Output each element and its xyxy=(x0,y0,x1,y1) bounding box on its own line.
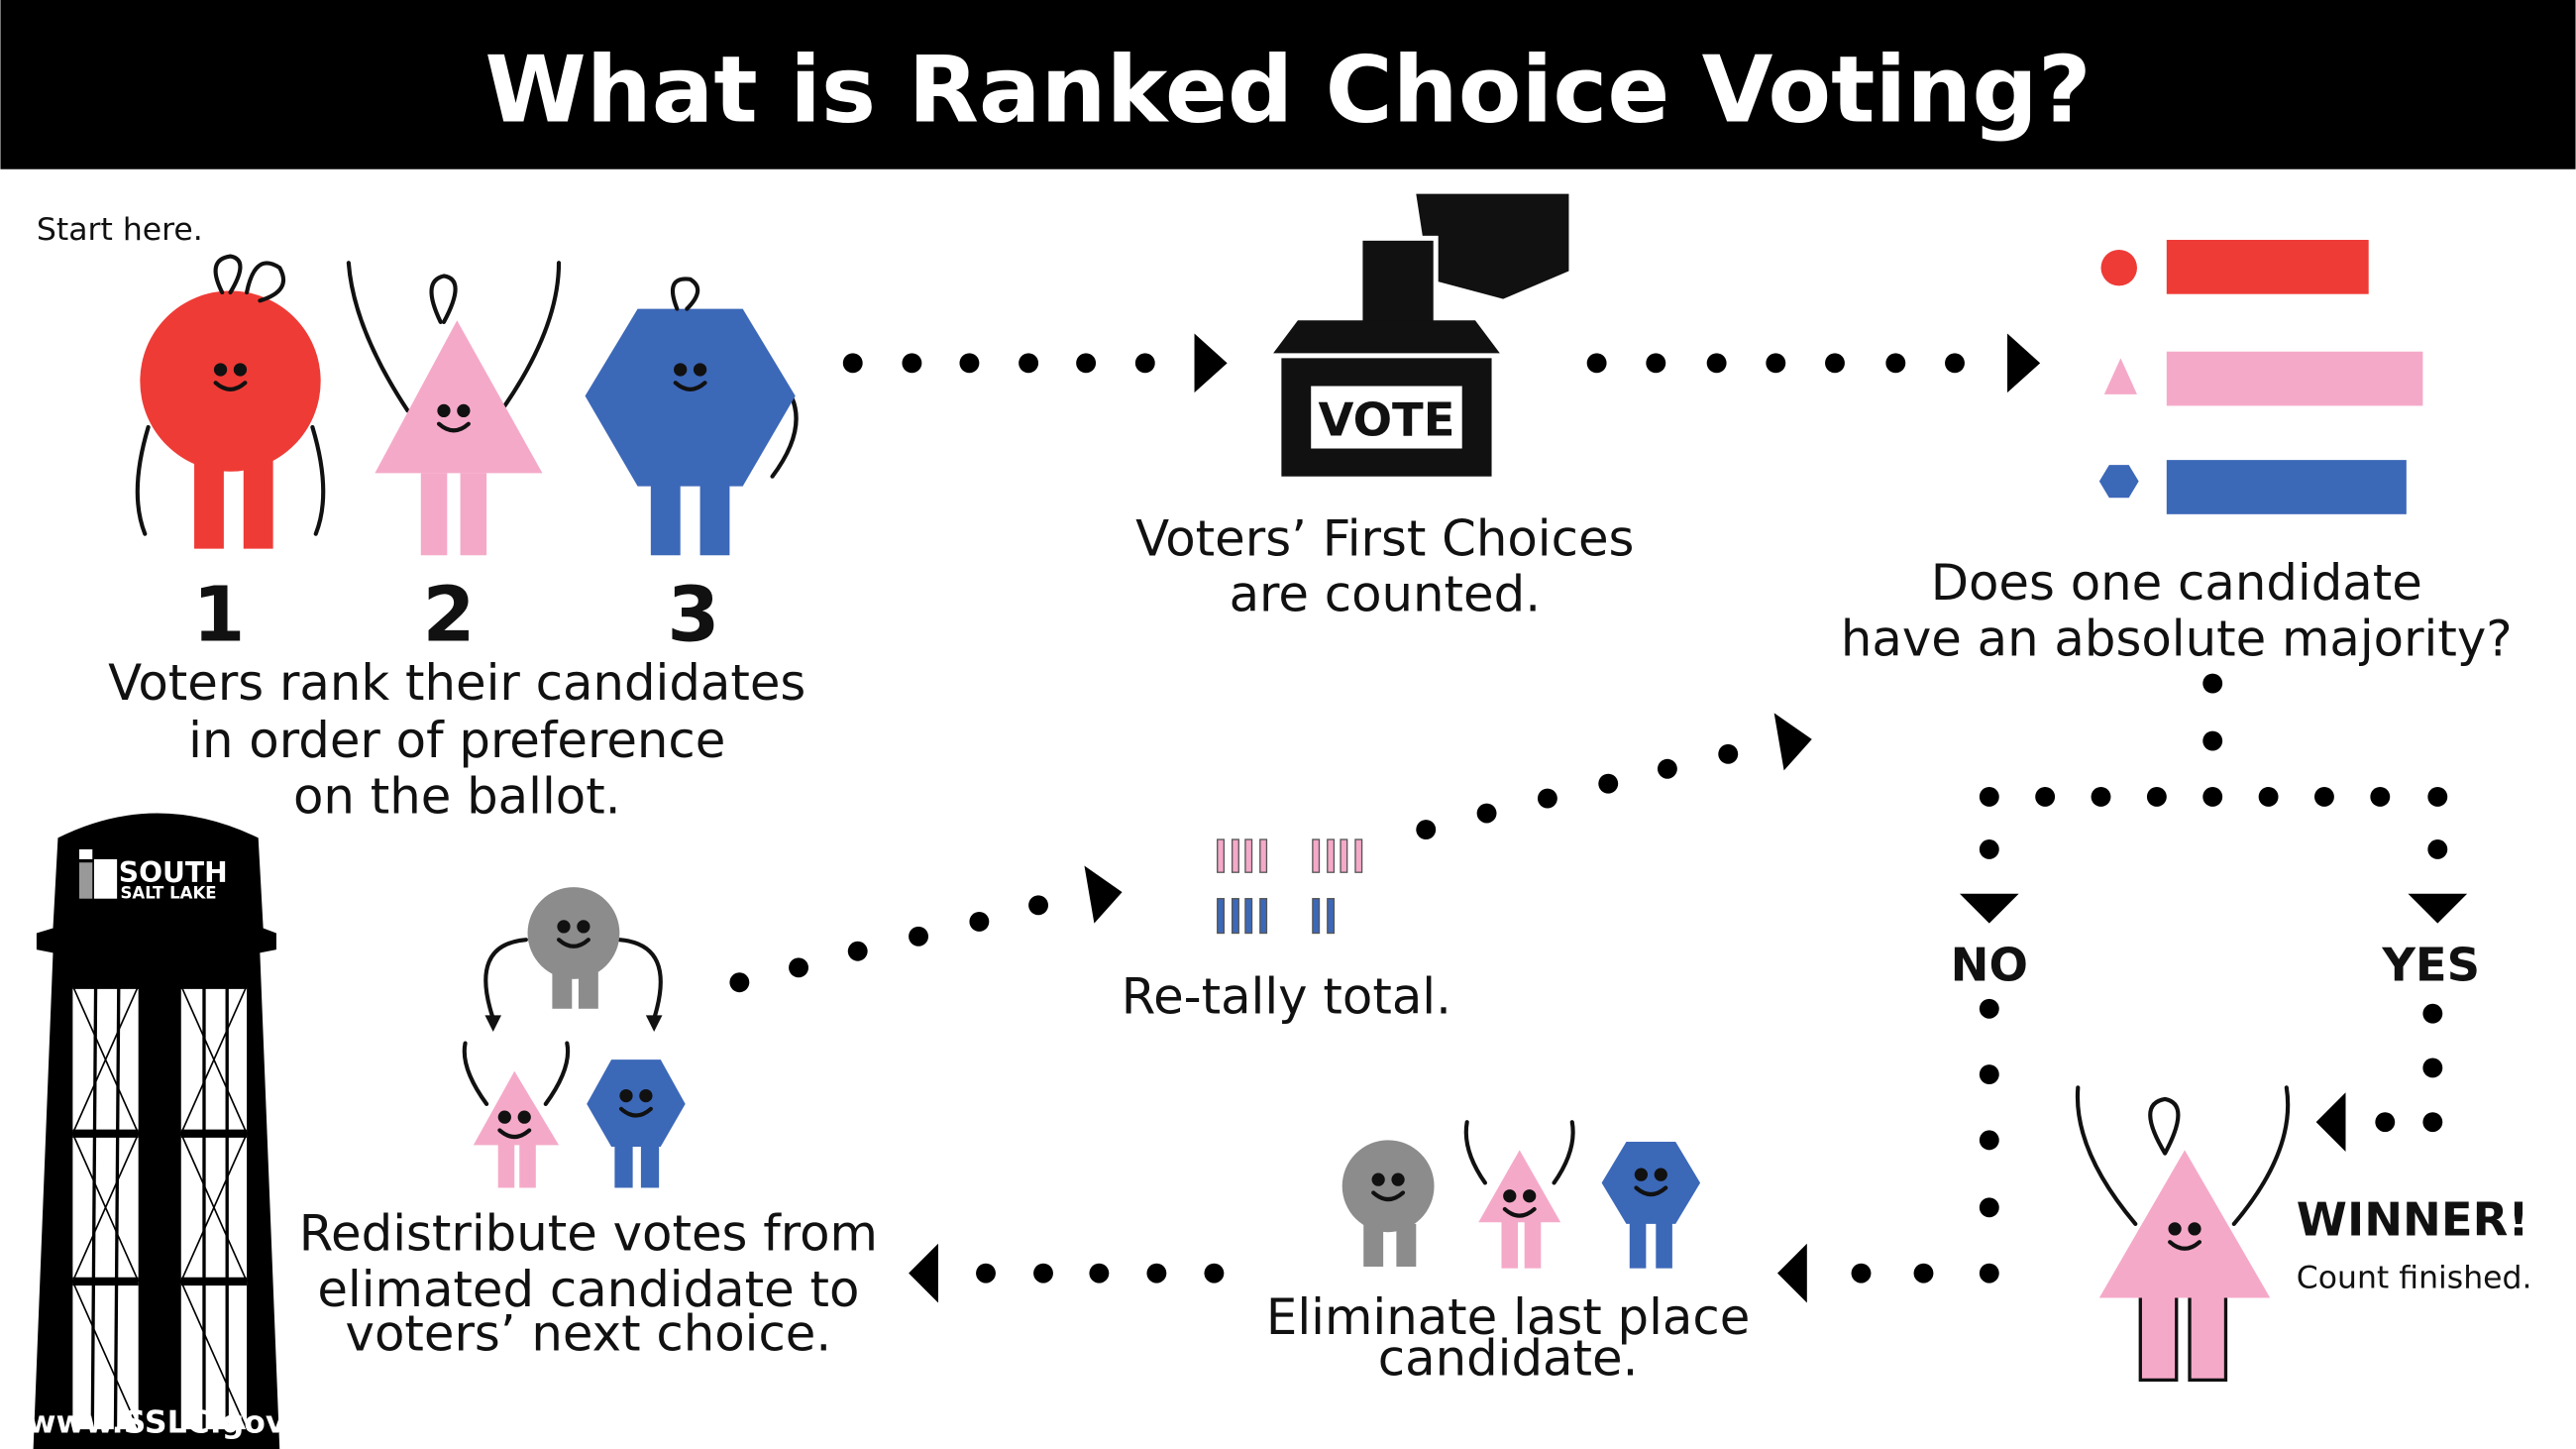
no-label: NO xyxy=(1951,939,2028,992)
retally-caption: Re-tally total. xyxy=(1122,968,1451,1026)
red-bar xyxy=(2166,240,2369,294)
rank-2: 2 xyxy=(422,570,475,658)
step2-caption: Voters’ First Choices are counted. xyxy=(1135,509,1634,622)
blue-candidate-icon xyxy=(587,1059,686,1148)
svg-text:on the ballot.: on the ballot. xyxy=(293,768,621,826)
tally-marks-icon xyxy=(1217,838,1363,935)
pink-candidate-icon xyxy=(473,1070,560,1146)
ballot-box-icon: VOTE xyxy=(1273,193,1569,477)
arrow-no-to-eliminate xyxy=(1776,998,1999,1303)
red-candidate-icon xyxy=(135,254,326,549)
arrow-yes-to-winner xyxy=(2315,1003,2443,1152)
rank-3: 3 xyxy=(667,570,719,658)
logo-name-line1: SOUTH xyxy=(119,856,228,889)
logo-name-line2: SALT LAKE xyxy=(120,884,216,903)
winner-candidate-icon xyxy=(2075,1085,2291,1383)
svg-text:in order of preference: in order of preference xyxy=(188,712,725,769)
pink-candidate-icon xyxy=(2103,358,2137,394)
svg-text:are counted.: are counted. xyxy=(1230,566,1541,623)
svg-text:candidate.: candidate. xyxy=(1378,1329,1639,1387)
arrow-retally-to-majority-check xyxy=(1416,713,1812,840)
pink-candidate-icon xyxy=(346,261,562,556)
winner-subtitle: Count finished. xyxy=(2297,1261,2532,1296)
svg-text:elimated candidate to: elimated candidate to xyxy=(317,1261,859,1318)
svg-text:Voters’ First Choices: Voters’ First Choices xyxy=(1135,509,1634,567)
blue-candidate-icon xyxy=(1601,1142,1701,1224)
svg-text:have an absolute majority?: have an absolute majority? xyxy=(1841,610,2513,667)
blue-bar xyxy=(2166,460,2407,514)
page-title: What is Ranked Choice Voting? xyxy=(484,37,2091,144)
winner-title: WINNER! xyxy=(2297,1193,2529,1247)
first-choice-count-bars xyxy=(2098,240,2423,514)
arrow-eliminate-to-redistribute xyxy=(909,1243,1225,1303)
yes-label: YES xyxy=(2381,939,2480,992)
blue-candidate-icon xyxy=(585,277,799,556)
decision-branch-arrows xyxy=(1959,673,2468,924)
website-link[interactable]: www.SSLC.gov xyxy=(27,1404,285,1440)
arrow-step1-to-step2 xyxy=(842,333,1228,393)
south-salt-lake-water-tower-logo: SOUTH SALT LAKE www.SSLC.gov xyxy=(27,813,286,1449)
start-here-label: Start here. xyxy=(37,212,203,248)
pink-candidate-icon xyxy=(1478,1150,1561,1223)
svg-text:Does one candidate: Does one candidate xyxy=(1931,554,2422,612)
grey-candidate-icon xyxy=(527,887,620,979)
red-candidate-icon xyxy=(2100,249,2137,286)
rank-1: 1 xyxy=(192,570,245,658)
eliminate-candidates-icons xyxy=(1342,1120,1701,1269)
redistribute-caption: Redistribute votes from elimated candida… xyxy=(299,1204,878,1362)
grey-candidate-icon xyxy=(1342,1140,1435,1233)
svg-text:Voters rank their candidates: Voters rank their candidates xyxy=(108,654,805,712)
arrow-redistribute-to-retally xyxy=(729,865,1123,993)
step3-caption: Does one candidate have an absolute majo… xyxy=(1841,554,2513,667)
step1-caption: Voters rank their candidates in order of… xyxy=(108,654,805,825)
header-bar xyxy=(0,0,2576,169)
blue-candidate-icon xyxy=(2098,465,2139,499)
svg-text:voters’ next choice.: voters’ next choice. xyxy=(346,1305,832,1363)
eliminate-caption: Eliminate last place candidate. xyxy=(1266,1288,1750,1387)
svg-text:Redistribute votes from: Redistribute votes from xyxy=(299,1204,878,1262)
redistribute-votes-icons xyxy=(462,887,686,1188)
svg-text:Eliminate last place: Eliminate last place xyxy=(1266,1288,1750,1346)
arrow-step2-to-step3 xyxy=(1586,333,2041,393)
ballot-vote-label: VOTE xyxy=(1319,392,1455,446)
pink-bar xyxy=(2166,351,2423,406)
